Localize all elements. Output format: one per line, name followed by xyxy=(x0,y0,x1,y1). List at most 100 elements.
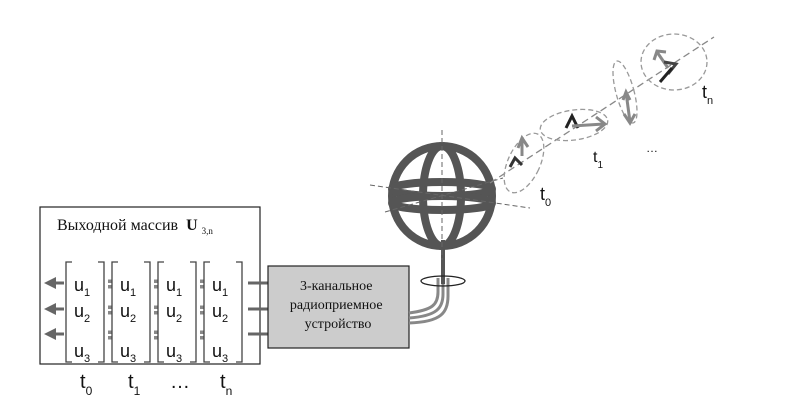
receiver-line-3: устройство xyxy=(305,317,372,332)
cell-letter: u xyxy=(212,301,222,321)
bracket-left xyxy=(111,261,118,363)
vector-tn-shaft-2 xyxy=(658,67,674,83)
time-letter: t xyxy=(80,371,86,393)
cell-index: 2 xyxy=(130,313,136,325)
time-label-bottom-0: t0 xyxy=(80,371,93,398)
cell-letter: u xyxy=(120,275,130,295)
vector-t1-shaft xyxy=(571,122,605,128)
bracket-left xyxy=(65,261,72,363)
time-letter: t xyxy=(128,371,134,393)
output-array-symbol: U xyxy=(186,217,198,234)
antenna xyxy=(369,130,531,287)
cell-letter: u xyxy=(74,275,84,295)
matrix-cell: u3 xyxy=(212,341,228,365)
propagation-axis xyxy=(489,36,715,184)
vector-t0-chevron-1 xyxy=(508,155,524,168)
column-separator xyxy=(154,279,158,340)
time-label-bottom-3: tn xyxy=(220,371,232,398)
bracket-left xyxy=(157,261,164,363)
cell-index: 2 xyxy=(176,313,182,325)
matrix-cell: u1 xyxy=(74,275,90,299)
matrix-cell: u3 xyxy=(166,341,182,365)
radio-receiver-box xyxy=(267,265,410,349)
column-separator xyxy=(200,279,204,340)
time-index: 0 xyxy=(86,384,93,398)
time-index: n xyxy=(707,95,713,107)
polarization-ellipses xyxy=(503,33,708,194)
matrix-cell: u2 xyxy=(74,301,90,325)
cell-letter: u xyxy=(74,301,84,321)
time-label-field-3: tn xyxy=(702,82,713,107)
svg-text:Выходной массив U: Выходной массив U 3,n xyxy=(57,217,213,236)
matrix-cell: u2 xyxy=(212,301,228,325)
matrix-cell: u3 xyxy=(74,341,90,365)
svg-text:3-канальное радиоприемно: 3-канальное радиоприемное устройство xyxy=(290,279,386,332)
vector-tn-chevron-1 xyxy=(652,49,667,61)
time-label-field-1: t1 xyxy=(593,149,603,171)
polarization-ellipse-tn xyxy=(640,33,708,91)
time-label-bottom-1: t1 xyxy=(128,371,141,398)
matrix-cell: u2 xyxy=(166,301,182,325)
cell-letter: u xyxy=(212,275,222,295)
output-array-title: Выходной массив xyxy=(57,217,179,234)
time-index: 0 xyxy=(545,197,551,209)
time-index: n xyxy=(226,384,233,398)
bracket-right xyxy=(236,261,243,363)
matrix-cell: u1 xyxy=(212,275,228,299)
time-letter: t xyxy=(702,82,707,102)
output-array-subscript: 3,n xyxy=(202,226,214,236)
cell-letter: u xyxy=(74,341,84,361)
polarization-ellipse-t2 xyxy=(612,60,638,124)
array-receiver-bus xyxy=(248,281,268,336)
vector-t2-chevron-1 xyxy=(621,88,632,101)
bracket-right xyxy=(190,261,197,363)
cell-letter: u xyxy=(120,301,130,321)
bracket-left xyxy=(203,261,210,363)
time-label-field-2: … xyxy=(646,141,658,155)
matrix-cell: u1 xyxy=(166,275,182,299)
vector-t0-chevron-2 xyxy=(516,134,530,149)
time-label-field-0: t0 xyxy=(540,184,551,209)
polarization-ellipse-t1 xyxy=(539,108,609,142)
bracket-right xyxy=(144,261,151,363)
bracket-right xyxy=(98,261,105,363)
cell-index: 2 xyxy=(222,313,228,325)
vector-tn-shaft xyxy=(655,51,670,69)
time-letter: t xyxy=(593,149,598,166)
column-separator xyxy=(108,279,112,340)
cell-letter: u xyxy=(166,301,176,321)
matrix-cell: u1 xyxy=(120,275,136,299)
cell-letter: u xyxy=(166,341,176,361)
cell-index: 3 xyxy=(130,353,136,365)
vector-t1-chevron-1 xyxy=(564,112,580,129)
matrix-cell: u2 xyxy=(120,301,136,325)
time-letter: t xyxy=(220,371,226,393)
cell-index: 3 xyxy=(176,353,182,365)
antenna-port xyxy=(420,275,466,287)
antenna-feed-lines xyxy=(408,278,450,325)
cell-letter: u xyxy=(212,341,222,361)
matrix-cell: u3 xyxy=(120,341,136,365)
cell-index: 2 xyxy=(84,313,90,325)
antenna-axes xyxy=(369,130,531,260)
polarization-vectors xyxy=(508,49,679,168)
time-letter: t xyxy=(540,184,545,204)
vector-t2-shaft xyxy=(624,91,632,123)
cell-index: 1 xyxy=(84,287,90,299)
radio-receiver: 3-канальное радиоприемное устройство xyxy=(267,265,410,349)
time-index: 1 xyxy=(134,384,141,398)
cell-index: 3 xyxy=(222,353,228,365)
time-label-bottom-2: … xyxy=(170,371,190,393)
vector-t2-chevron-2 xyxy=(622,113,637,126)
cell-index: 1 xyxy=(176,287,182,299)
receiver-line-2: радиоприемное xyxy=(290,298,383,313)
time-index: 1 xyxy=(597,160,603,171)
receiver-line-1: 3-канальное xyxy=(300,279,373,294)
